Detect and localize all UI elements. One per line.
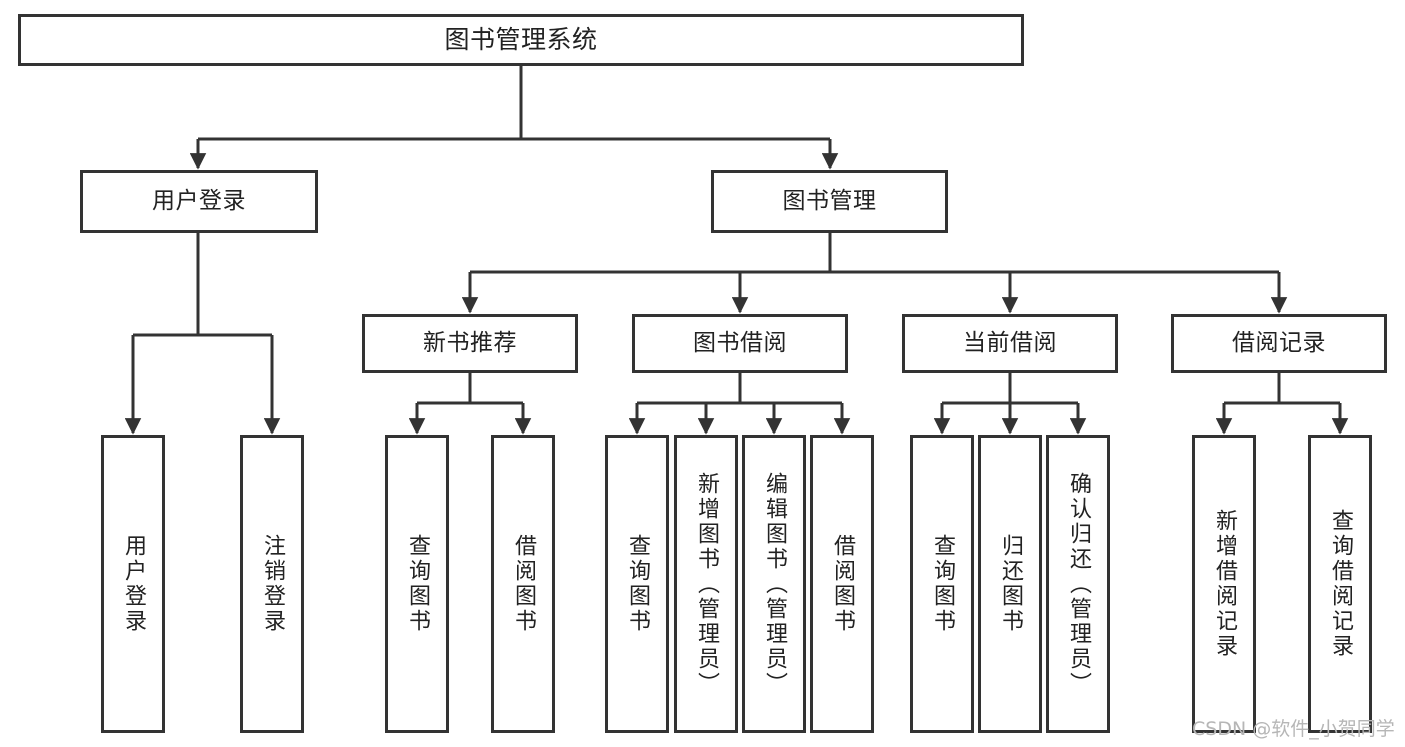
node-leaf-borrow-book-newbook[interactable]: 借阅图书 <box>491 435 555 733</box>
node-leaf-query-book-borrow[interactable]: 查询图书 <box>605 435 669 733</box>
node-borrow-record[interactable]: 借阅记录 <box>1171 314 1387 373</box>
node-label: 新书推荐 <box>423 329 517 356</box>
node-label: 用户登录 <box>152 187 246 214</box>
node-label: 图书管理系统 <box>444 25 598 55</box>
node-leaf-confirm-return-admin[interactable]: 确认归还（管理员） <box>1046 435 1110 733</box>
node-leaf-query-borrow-record[interactable]: 查询借阅记录 <box>1308 435 1372 733</box>
node-label: 确认归还（管理员） <box>1066 471 1091 697</box>
node-label: 查询图书 <box>930 534 955 634</box>
node-label: 新增借阅记录 <box>1212 509 1237 659</box>
node-current-borrow[interactable]: 当前借阅 <box>902 314 1118 373</box>
node-leaf-add-book-admin[interactable]: 新增图书（管理员） <box>674 435 738 733</box>
node-leaf-query-book-current[interactable]: 查询图书 <box>910 435 974 733</box>
node-label: 图书借阅 <box>693 329 787 356</box>
node-root-book-management-system[interactable]: 图书管理系统 <box>18 14 1024 66</box>
node-label: 查询借阅记录 <box>1328 509 1353 659</box>
node-leaf-return-book[interactable]: 归还图书 <box>978 435 1042 733</box>
node-label: 查询图书 <box>405 534 430 634</box>
node-label: 图书管理 <box>782 187 877 214</box>
node-label: 用户登录 <box>121 534 146 634</box>
node-leaf-logout[interactable]: 注销登录 <box>240 435 304 733</box>
node-leaf-user-login[interactable]: 用户登录 <box>101 435 165 733</box>
node-label: 查询图书 <box>625 534 650 634</box>
node-label: 当前借阅 <box>963 329 1057 356</box>
node-leaf-query-book-newbook[interactable]: 查询图书 <box>385 435 449 733</box>
node-label: 归还图书 <box>998 534 1023 634</box>
node-label: 借阅记录 <box>1232 329 1326 356</box>
node-book-borrow[interactable]: 图书借阅 <box>632 314 848 373</box>
node-leaf-edit-book-admin[interactable]: 编辑图书（管理员） <box>742 435 806 733</box>
node-book-management[interactable]: 图书管理 <box>711 170 948 233</box>
node-user-login[interactable]: 用户登录 <box>80 170 318 233</box>
node-label: 借阅图书 <box>511 534 536 634</box>
node-label: 借阅图书 <box>830 534 855 634</box>
node-leaf-add-borrow-record[interactable]: 新增借阅记录 <box>1192 435 1256 733</box>
node-label: 注销登录 <box>260 534 285 634</box>
node-label: 新增图书（管理员） <box>694 471 719 697</box>
node-new-book-recommend[interactable]: 新书推荐 <box>362 314 578 373</box>
node-label: 编辑图书（管理员） <box>762 471 787 697</box>
csdn-watermark: CSDN @软件_小贺同学 <box>1192 718 1395 740</box>
node-leaf-borrow-book[interactable]: 借阅图书 <box>810 435 874 733</box>
